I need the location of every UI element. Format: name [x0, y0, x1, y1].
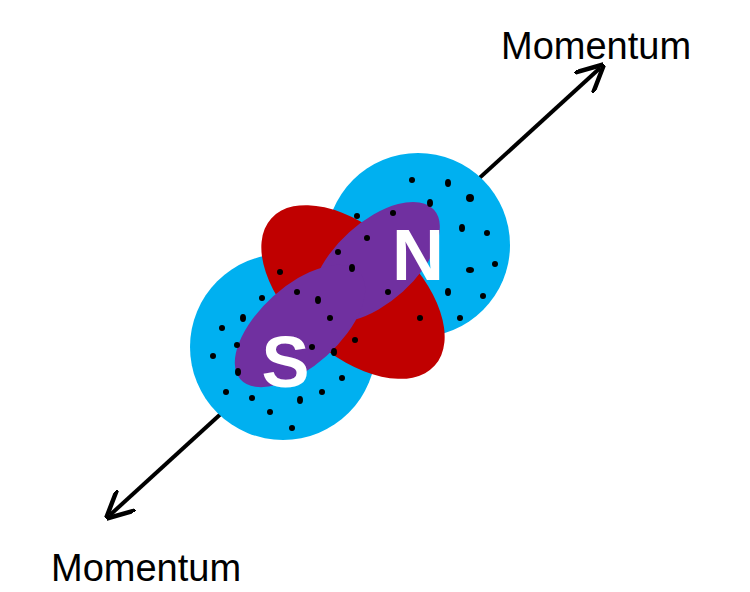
momentum-arrow — [110, 68, 600, 515]
arrow-label: Momentum — [51, 549, 241, 587]
pole-letter: N — [392, 219, 444, 291]
particle-dots — [210, 177, 498, 431]
pole-node: S — [257, 322, 314, 402]
arrow-label: Momentum — [501, 27, 691, 65]
pole-region — [214, 243, 386, 410]
pole-node: N — [388, 215, 448, 295]
pole-letter: S — [261, 326, 309, 398]
